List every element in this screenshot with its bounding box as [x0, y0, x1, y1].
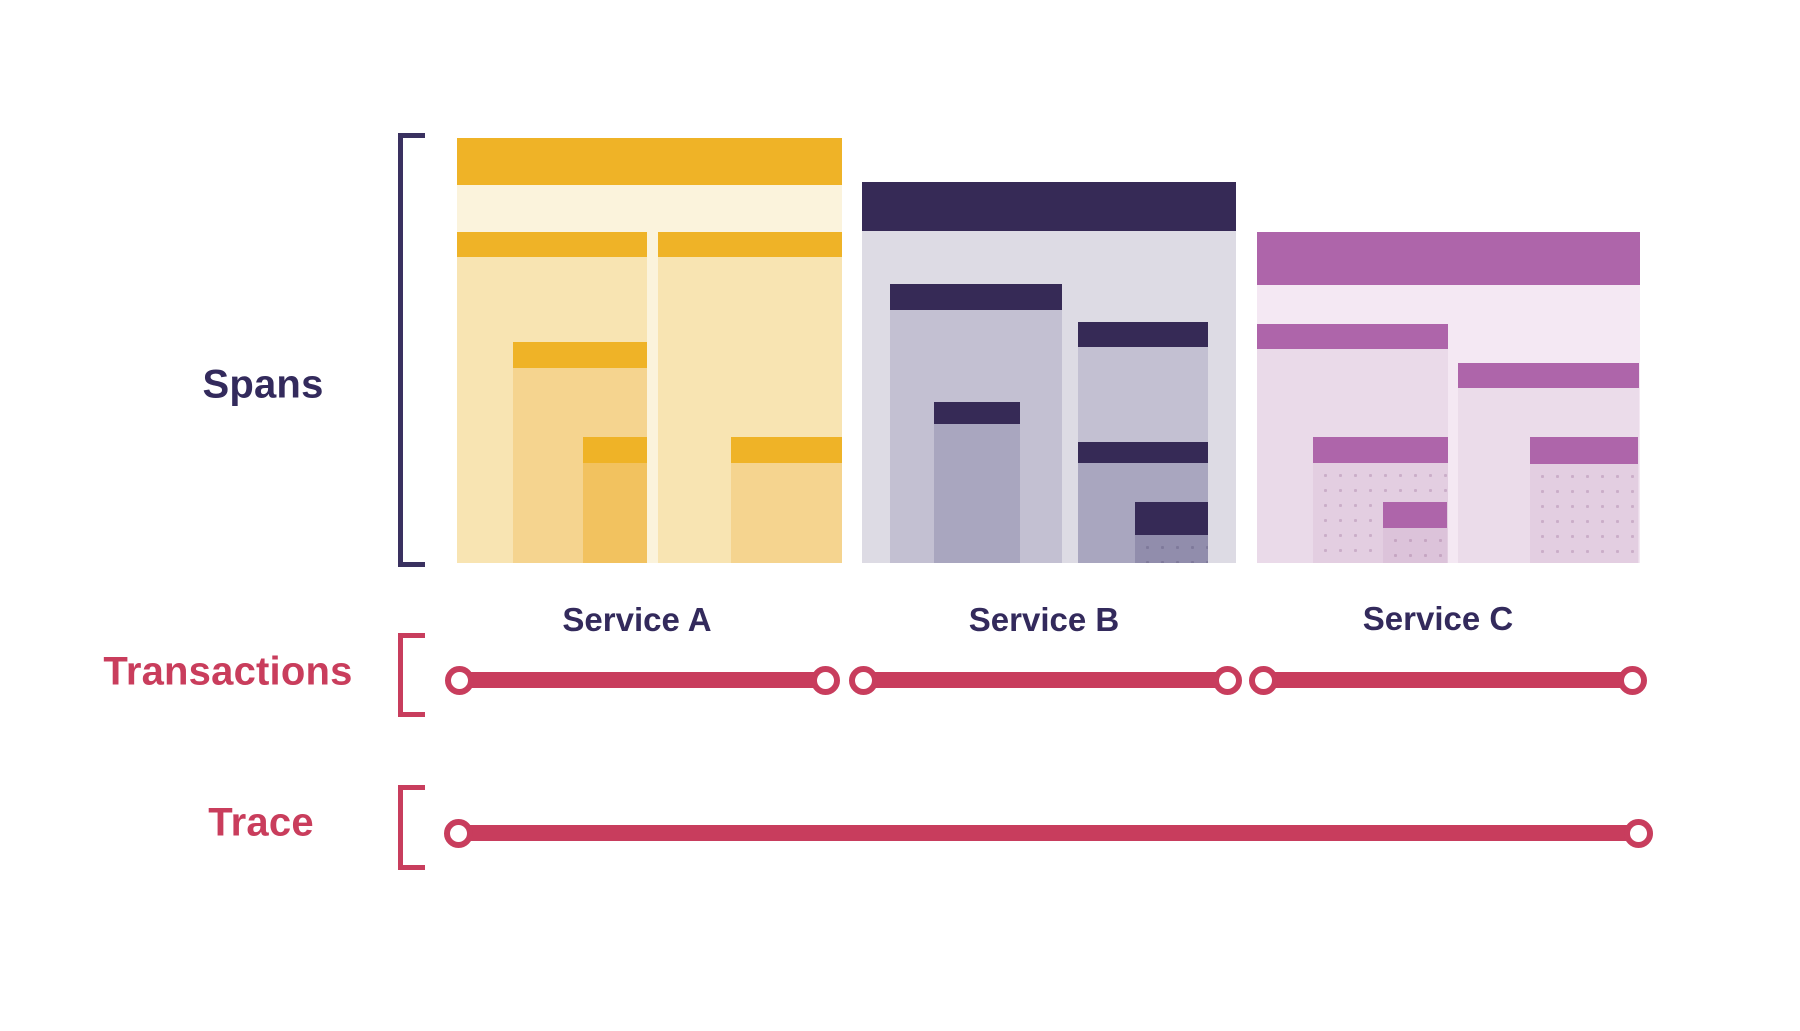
service-c-label: Service C [1362, 600, 1514, 637]
service-b-root-span-header [862, 182, 1236, 231]
service-a-root-span-header [457, 138, 842, 185]
spans-label: Spans [202, 362, 324, 407]
trace-start-endpoint [443, 818, 473, 848]
transaction-1-start-endpoint [444, 665, 474, 695]
service-c-child-left-span-header [1257, 324, 1448, 349]
transactions-label: Transactions [103, 649, 353, 694]
service-b-great-grandchild-right-span-body [1135, 535, 1208, 563]
transaction-3-start-endpoint [1248, 665, 1278, 695]
service-c-grandchild-right-span-body [1530, 464, 1638, 563]
transaction-2-line [863, 672, 1227, 688]
service-b-child-left-span-header [890, 284, 1062, 310]
service-c-root-span-header [1257, 232, 1640, 285]
service-a-child-left-span-header [457, 232, 647, 257]
service-c-child-right-span-header [1458, 363, 1639, 388]
trace-bracket [398, 785, 425, 870]
transaction-3-line [1263, 672, 1632, 688]
trace-end-endpoint [1623, 818, 1653, 848]
service-b-great-grandchild-right-span-header [1135, 502, 1208, 535]
trace-label: Trace [208, 800, 314, 845]
service-a-grandchild-right-span-header [731, 437, 842, 463]
service-b-grandchild-left-span-body [934, 424, 1020, 563]
service-b-grandchild-left-span-header [934, 402, 1020, 424]
service-c-great-grandchild-left-span-header [1383, 502, 1447, 528]
service-a-great-grandchild-left-span-body [583, 463, 647, 563]
service-a-grandchild-left-span-header [513, 342, 647, 368]
transaction-1-end-endpoint [810, 665, 840, 695]
trace-line [458, 825, 1638, 841]
service-c-grandchild-left-span-header [1313, 437, 1448, 463]
service-a-grandchild-right-span-body [731, 463, 842, 563]
transaction-1-line [459, 672, 825, 688]
transaction-2-start-endpoint [848, 665, 878, 695]
service-b-grandchild-right-span-header [1078, 442, 1208, 463]
service-a-child-right-span-header [658, 232, 842, 257]
service-a-great-grandchild-left-span-header [583, 437, 647, 463]
transaction-2-end-endpoint [1212, 665, 1242, 695]
service-b-child-right-span-header [1078, 322, 1208, 347]
service-c-grandchild-right-span-header [1530, 437, 1638, 464]
service-c-grandchild-left-span-body [1313, 463, 1448, 563]
service-c-great-grandchild-left-span-body [1383, 528, 1447, 563]
service-b-label: Service B [968, 601, 1120, 638]
service-a-label: Service A [562, 601, 712, 638]
transaction-3-end-endpoint [1617, 665, 1647, 695]
spans-bracket [398, 133, 425, 567]
transactions-bracket [398, 633, 425, 717]
